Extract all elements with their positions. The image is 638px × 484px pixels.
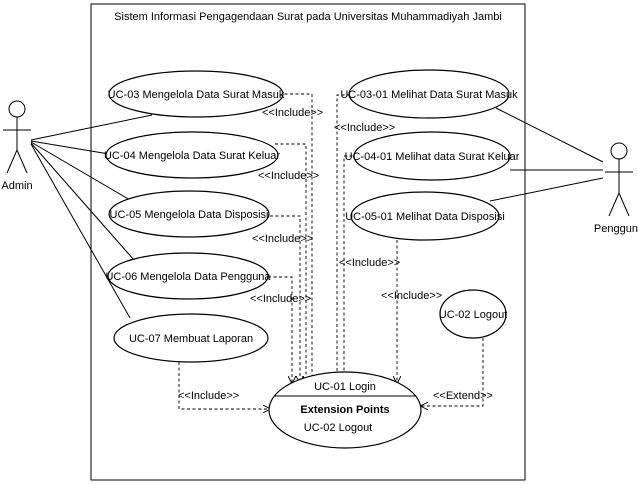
use-case-uc02-label: UC-02 Logout <box>439 309 508 321</box>
pengguna-label: Pengguna <box>594 223 638 235</box>
use-case-uc03[interactable]: UC-03 Mengelola Data Surat Masuk <box>108 70 285 118</box>
include-label-uc03: <<Include>> <box>262 107 323 119</box>
use-case-uc0401-label: UC-04-01 Melihat data Surat Keluar <box>345 151 520 163</box>
extend-label-uc02: <<Extend>> <box>433 390 493 402</box>
use-case-uc06-label: UC-06 Mengelola Data Pengguna <box>105 271 271 283</box>
extension-points-heading: Extension Points <box>300 404 389 416</box>
use-case-uc07-label: UC-07 Membuat Laporan <box>129 333 253 345</box>
pengguna-head-icon <box>610 142 628 160</box>
admin-associations <box>30 114 153 319</box>
use-case-uc03-label: UC-03 Mengelola Data Surat Masuk <box>108 89 285 101</box>
include-label-uc0401: <<Include>> <box>339 257 400 269</box>
admin-label: Admin <box>1 180 32 192</box>
include-label-uc04: <<Include>> <box>258 170 319 182</box>
system-boundary <box>90 3 526 481</box>
include-label-uc07: <<Include>> <box>178 390 239 402</box>
pengguna-actor: Pengguna <box>594 142 638 235</box>
use-case-uc04[interactable]: UC-04 Mengelola Data Surat Keluar <box>104 131 280 179</box>
use-case-uc0301-label: UC-03-01 Melihat Data Surat Masuk <box>340 89 518 101</box>
include-label-uc05: <<Include>> <box>252 233 313 245</box>
use-case-uc05-label: UC-05 Mengelola Data Disposisi <box>110 209 269 221</box>
admin-actor: Admin <box>1 100 33 192</box>
extension-point-logout: UC-02 Logout <box>304 422 373 434</box>
use-case-uc01[interactable]: UC-01 Login Extension Points UC-02 Logou… <box>268 371 422 449</box>
use-case-uc0501-label: UC-05-01 Melihat Data Disposisi <box>345 211 505 223</box>
use-case-uc07[interactable]: UC-07 Membuat Laporan <box>113 313 269 363</box>
include-dependencies <box>178 93 397 409</box>
include-label-uc06: <<Include>> <box>250 293 311 305</box>
relation-labels: <<Include>> <<Include>> <<Include>> <<In… <box>178 107 493 402</box>
use-case-uc04-label: UC-04 Mengelola Data Surat Keluar <box>104 150 280 162</box>
system-title: Sistem Informasi Pengagendaan Surat pada… <box>114 11 502 23</box>
extend-dependency <box>421 338 484 406</box>
include-label-uc0301: <<Include>> <box>334 122 395 134</box>
include-label-uc0501: <<Include>> <box>381 290 442 302</box>
admin-head-icon <box>8 100 26 118</box>
use-case-uc0501[interactable]: UC-05-01 Melihat Data Disposisi <box>345 191 505 241</box>
use-case-uc0401[interactable]: UC-04-01 Melihat data Surat Keluar <box>345 131 520 181</box>
use-case-uc01-label: UC-01 Login <box>314 381 376 393</box>
use-case-uc02[interactable]: UC-02 Logout <box>439 289 508 339</box>
use-case-uc06[interactable]: UC-06 Mengelola Data Pengguna <box>105 252 271 300</box>
use-case-uc05[interactable]: UC-05 Mengelola Data Disposisi <box>108 190 270 238</box>
use-case-uc0301[interactable]: UC-03-01 Melihat Data Surat Masuk <box>340 69 518 119</box>
pengguna-associations <box>489 107 604 202</box>
